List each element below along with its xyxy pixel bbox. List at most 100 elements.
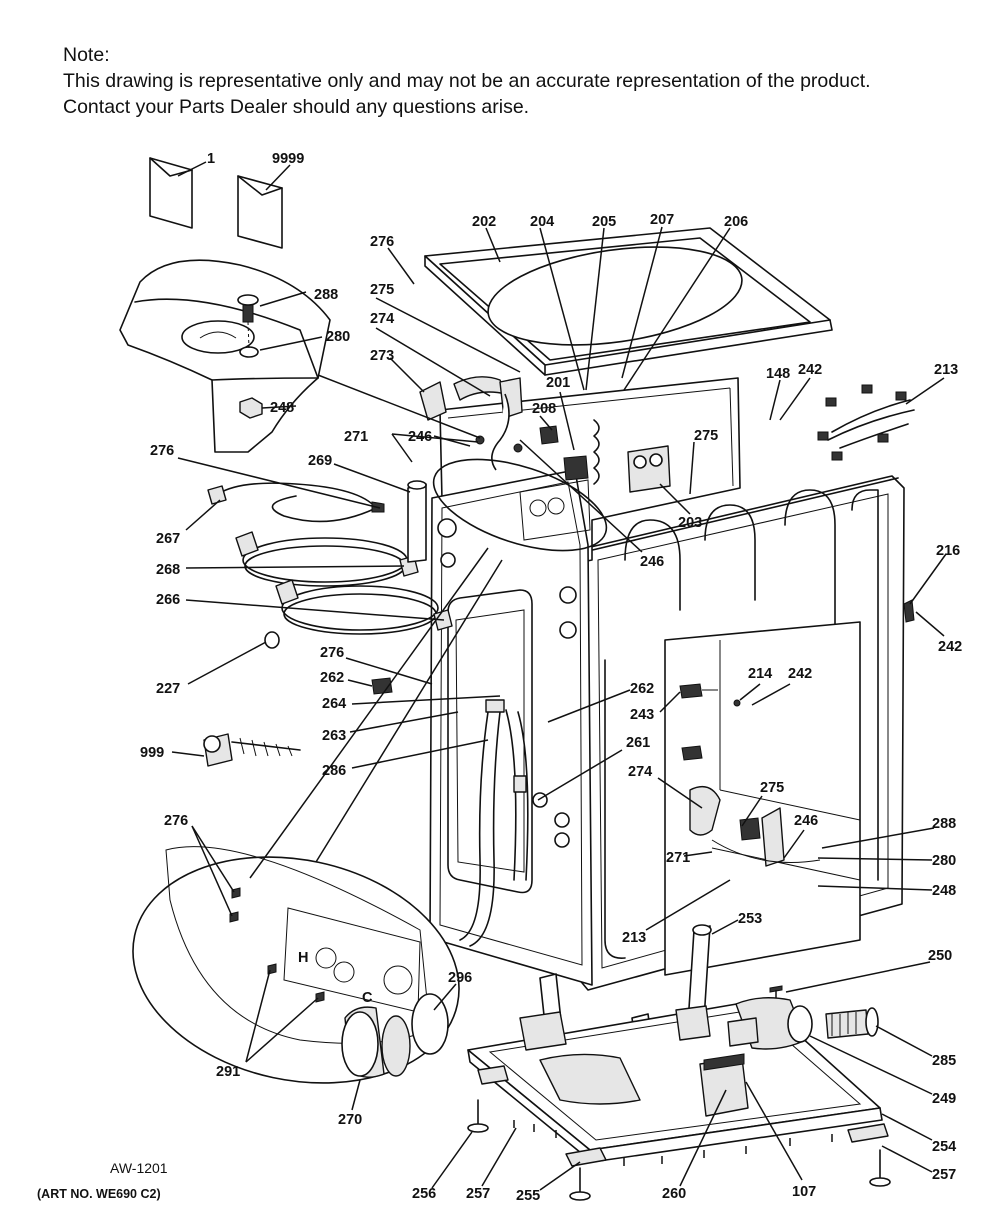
- callout-label: 291: [216, 1064, 240, 1080]
- callout-label: 204: [530, 214, 554, 230]
- callout-label: 296: [448, 970, 472, 986]
- callout-label: 214: [748, 666, 772, 682]
- callout-label: 274: [370, 311, 394, 327]
- callout-label: 216: [936, 543, 960, 559]
- callout-label: 269: [308, 453, 332, 469]
- callout-label: 262: [320, 670, 344, 686]
- callout-label: 254: [932, 1139, 956, 1155]
- callout-label: 267: [156, 531, 180, 547]
- callout-label: 246: [408, 429, 432, 445]
- callout-label: 266: [156, 592, 180, 608]
- callout-label: 271: [344, 429, 368, 445]
- part-214: [733, 699, 741, 707]
- leader-lines: [171, 161, 947, 1191]
- top-rear-detail: [119, 259, 331, 453]
- callout-label: 243: [630, 707, 654, 723]
- pressure-switch-203: [627, 445, 671, 493]
- callout-label: 286: [322, 763, 346, 779]
- art-number: (ART NO. WE690 C2): [37, 1187, 161, 1201]
- callout-label: 999: [140, 745, 164, 761]
- drain-hose-269: [407, 480, 427, 563]
- callout-label: 246: [640, 554, 664, 570]
- callout-label: 242: [798, 362, 822, 378]
- callout-label: 250: [928, 948, 952, 964]
- callout-label: 9999: [272, 151, 304, 167]
- screw-250: [769, 985, 783, 998]
- bracket-216: [903, 599, 915, 623]
- hose-washer-227: [264, 631, 280, 649]
- callout-label: 255: [516, 1188, 540, 1204]
- callout-label: 275: [760, 780, 784, 796]
- callout-label: 276: [150, 443, 174, 459]
- callout-label: 257: [466, 1186, 490, 1202]
- literature-envelope-9999: [237, 175, 283, 249]
- wire-harness-213: [817, 384, 915, 461]
- callout-label: 271: [666, 850, 690, 866]
- callout-label: 276: [320, 645, 344, 661]
- callout-label: 285: [932, 1053, 956, 1069]
- callout-label: 205: [592, 214, 616, 230]
- callout-label: 261: [626, 735, 650, 751]
- art-id: AW-1201: [110, 1160, 168, 1176]
- callout-label: 262: [630, 681, 654, 697]
- callout-label: 213: [622, 930, 646, 946]
- callout-label: 273: [370, 348, 394, 364]
- note-heading: Note:: [63, 44, 110, 66]
- callout-label: 203: [678, 515, 702, 531]
- callout-label: 206: [724, 214, 748, 230]
- callout-label: 248: [270, 400, 294, 416]
- callout-label: 227: [156, 681, 180, 697]
- callout-label: 242: [938, 639, 962, 655]
- disclaimer-note: Note: This drawing is representative onl…: [63, 42, 871, 120]
- callout-label: 264: [322, 696, 346, 712]
- literature-envelope-1: [149, 157, 193, 229]
- callout-label: 275: [370, 282, 394, 298]
- front-panel: [429, 469, 593, 986]
- callout-label: 242: [788, 666, 812, 682]
- callout-label: 288: [932, 816, 956, 832]
- callout-label: 248: [932, 883, 956, 899]
- callout-label: 148: [766, 366, 790, 382]
- base-assembly: [467, 999, 883, 1163]
- callout-label: 280: [326, 329, 350, 345]
- fill-hose-266: [275, 579, 453, 635]
- drain-pump-249: [727, 997, 813, 1050]
- callout-label: 268: [156, 562, 180, 578]
- callout-label: 256: [412, 1186, 436, 1202]
- callout-label: 213: [934, 362, 958, 378]
- power-cord-267: [207, 482, 385, 523]
- control-panel-cold-mark: C: [362, 990, 373, 1006]
- pump-filter-285: [825, 1007, 879, 1039]
- callout-labels: 1 9999 202 204 205 207 206 276 275 288 2…: [140, 151, 962, 1204]
- callout-label: 201: [546, 375, 570, 391]
- callout-label: 260: [662, 1186, 686, 1202]
- callout-label: 257: [932, 1167, 956, 1183]
- leveling-bolt-999: [203, 733, 301, 767]
- base-screws-257: [513, 1120, 833, 1166]
- control-panel-hot-mark: H: [298, 950, 308, 966]
- callout-label: 274: [628, 764, 652, 780]
- callout-label: 263: [322, 728, 346, 744]
- hoses-internal: [459, 699, 529, 947]
- callout-label: 208: [532, 401, 556, 417]
- callout-label: 246: [794, 813, 818, 829]
- note-line-2: Contact your Parts Dealer should any que…: [63, 96, 530, 118]
- callout-label: 1: [207, 151, 215, 167]
- fill-hose-268: [235, 531, 419, 587]
- callout-label: 275: [694, 428, 718, 444]
- callout-label: 276: [370, 234, 394, 250]
- spring-201: [593, 419, 600, 485]
- callout-label: 249: [932, 1091, 956, 1107]
- callout-label: 202: [472, 214, 496, 230]
- leveling-legs: [467, 1065, 891, 1201]
- callout-label: 276: [164, 813, 188, 829]
- control-panel-detail: H C: [132, 846, 460, 1084]
- callout-label: 288: [314, 287, 338, 303]
- note-line-1: This drawing is representative only and …: [63, 70, 871, 92]
- callout-label: 280: [932, 853, 956, 869]
- callout-label: 253: [738, 911, 762, 927]
- rear-interior-parts: [689, 786, 821, 867]
- connector-243: [679, 683, 718, 761]
- callout-label: 270: [338, 1112, 362, 1128]
- callout-label: 107: [792, 1184, 816, 1200]
